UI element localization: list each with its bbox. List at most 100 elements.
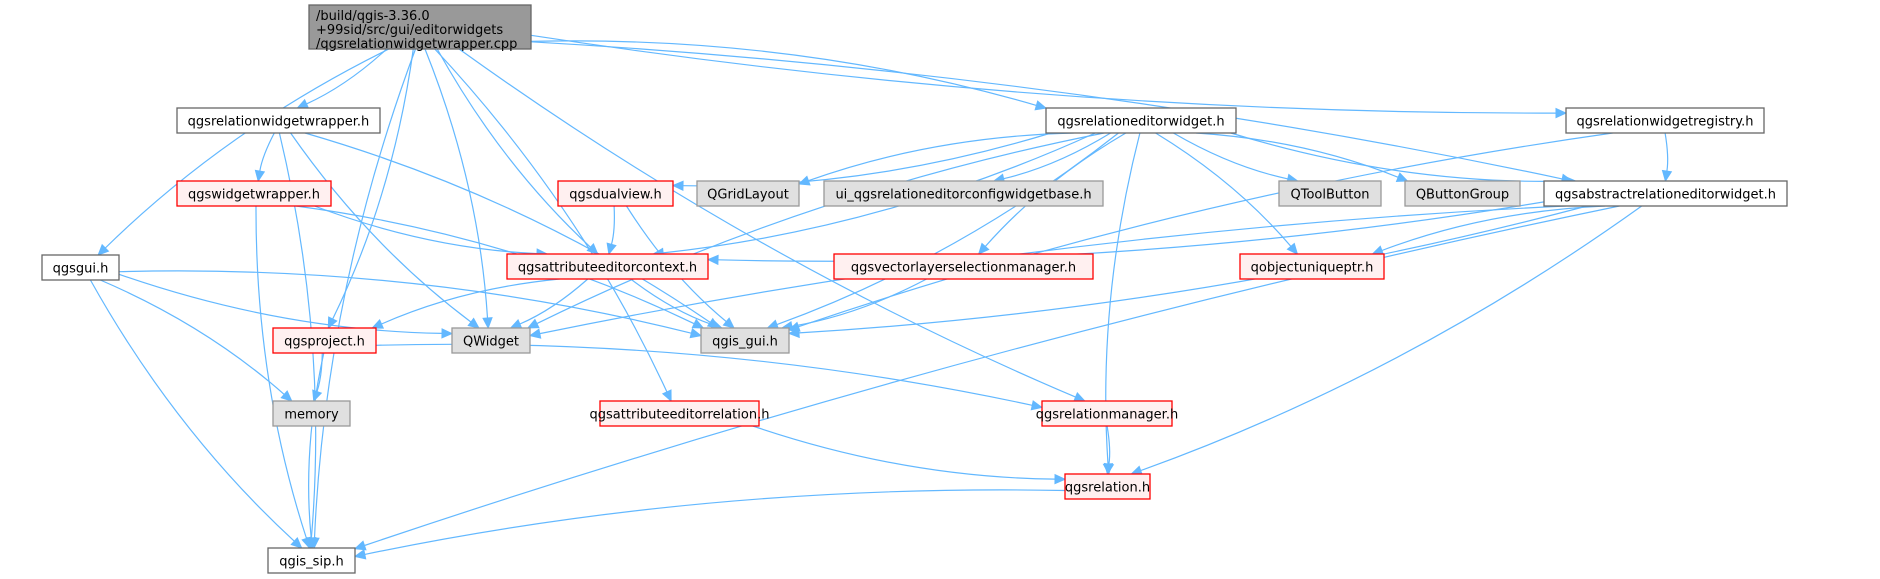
- node-label: QWidget: [463, 335, 519, 350]
- arrowhead-icon: [280, 390, 293, 402]
- arrowhead-icon: [526, 318, 540, 329]
- node-label: +99sid/src/gui/editorwidgets: [316, 23, 503, 38]
- node-widgetwrapper-h[interactable]: qgswidgetwrapper.h: [176, 180, 332, 207]
- edge-releditorwidget_h-to-attreditorcontext_h: [663, 132, 1096, 254]
- arrowhead-icon: [97, 243, 110, 256]
- arrowhead-icon: [441, 328, 454, 339]
- node-qgsproject-h[interactable]: qgsproject.h: [272, 327, 377, 354]
- edge-abstractreleditorwidget_h-to-qobjectuniqueptr_h: [1381, 205, 1606, 252]
- node-qgis-gui-h[interactable]: qgis_gui.h: [700, 327, 790, 354]
- node-box[interactable]: [451, 327, 531, 354]
- edge-root-to-QWidget: [424, 48, 489, 319]
- node-label: qgsrelationeditorwidget.h: [1057, 115, 1224, 130]
- node-label: qgswidgetwrapper.h: [188, 188, 320, 203]
- node-box[interactable]: [1565, 107, 1765, 134]
- node-box[interactable]: [1239, 253, 1385, 280]
- node-relwidgetregistry-h[interactable]: qgsrelationwidgetregistry.h: [1565, 107, 1765, 134]
- arrowhead-icon: [371, 318, 385, 329]
- node-label: qgis_sip.h: [279, 555, 343, 570]
- node-box[interactable]: [599, 400, 760, 427]
- node-box[interactable]: [272, 400, 351, 427]
- node-box[interactable]: [823, 180, 1104, 207]
- node-box[interactable]: [1404, 180, 1521, 207]
- edge-attreditorrelation_h-to-relation_h: [752, 425, 1056, 480]
- node-box[interactable]: [696, 180, 800, 207]
- node-box[interactable]: [308, 4, 532, 50]
- edge-qgsgui_h-to-qgis_sip_h: [89, 279, 295, 542]
- node-relation-h[interactable]: qgsrelation.h: [1064, 473, 1151, 500]
- node-qgis-sip-h[interactable]: qgis_sip.h: [267, 547, 356, 574]
- node-label: qgsvectorlayerselectionmanager.h: [851, 261, 1076, 276]
- arrowhead-icon: [509, 318, 523, 329]
- node-box[interactable]: [700, 327, 790, 354]
- node-label: qgis_gui.h: [712, 335, 778, 350]
- edge-widgetwrapper_h-to-qgis_gui_h: [295, 205, 695, 325]
- arrowhead-icon: [1661, 169, 1673, 183]
- edge-releditorwidget_h-to-QGridLayout: [808, 132, 1074, 182]
- node-box[interactable]: [1064, 473, 1151, 500]
- node-releditorwidget-h[interactable]: qgsrelationeditorwidget.h: [1045, 107, 1237, 134]
- node-label: /build/qgis-3.36.0: [316, 9, 430, 24]
- node-vectorlayerselmgr-h[interactable]: qgsvectorlayerselectionmanager.h: [833, 253, 1094, 280]
- node-label: memory: [284, 408, 339, 423]
- edge-qgsproject_h-to-qgis_sip_h: [308, 352, 325, 539]
- node-ui-configwidgetbase-h[interactable]: ui_qgsrelationeditorconfigwidgetbase.h: [823, 180, 1104, 207]
- node-box[interactable]: [506, 253, 709, 280]
- node-label: QToolButton: [1290, 188, 1369, 203]
- edge-abstractreleditorwidget_h-to-relation_h: [1140, 205, 1643, 472]
- node-label: qgsrelationwidgetwrapper.h: [188, 115, 370, 130]
- node-memory[interactable]: memory: [272, 400, 351, 427]
- edge-attreditorcontext_h-to-qgsproject_h: [381, 278, 560, 325]
- edge-releditorwidget_h-to-QWidget: [536, 132, 1105, 325]
- node-label: QGridLayout: [707, 188, 789, 203]
- node-box[interactable]: [1278, 180, 1382, 207]
- node-label: /qgsrelationwidgetwrapper.cpp: [316, 37, 517, 52]
- node-QWidget[interactable]: QWidget: [451, 327, 531, 354]
- edge-qgsproject_h-to-memory: [316, 352, 323, 392]
- edge-qgsgui_h-to-QWidget: [118, 273, 443, 334]
- node-abstractreleditorwidget-h[interactable]: qgsabstractrelationeditorwidget.h: [1543, 180, 1788, 207]
- node-box[interactable]: [41, 254, 120, 281]
- node-label: qgsattributeeditorrelation.h: [590, 408, 770, 423]
- node-box[interactable]: [1543, 180, 1788, 207]
- edge-abstractreleditorwidget_h-to-qgis_gui_h: [798, 205, 1588, 334]
- node-box[interactable]: [1041, 400, 1173, 427]
- node-attreditorrelation-h[interactable]: qgsattributeeditorrelation.h: [590, 400, 770, 427]
- edge-abstractreleditorwidget_h-to-QWidget: [539, 205, 1566, 335]
- node-attreditorcontext-h[interactable]: qgsattributeeditorcontext.h: [506, 253, 709, 280]
- edge-root-to-qgsproject_h: [332, 48, 414, 320]
- node-qgsgui-h[interactable]: qgsgui.h: [41, 254, 120, 281]
- edge-root-to-relwidgetregistry_h: [530, 34, 1557, 114]
- node-box[interactable]: [267, 547, 356, 574]
- node-box[interactable]: [176, 180, 332, 207]
- edge-attreditorcontext_h-to-qgis_gui_h: [630, 278, 713, 326]
- node-qobjectuniqueptr-h[interactable]: qobjectuniqueptr.h: [1239, 253, 1385, 280]
- arrowhead-icon: [296, 98, 310, 109]
- node-relationmanager-h[interactable]: qgsrelationmanager.h: [1036, 400, 1178, 427]
- arrowhead-icon: [353, 540, 367, 551]
- edge-qgsgui_h-to-qgis_gui_h: [118, 270, 692, 334]
- arrowhead-icon: [528, 328, 542, 339]
- edge-root-to-qgis_sip_h: [313, 48, 417, 539]
- edge-relwidgetwrapper_h-to-QWidget: [290, 132, 472, 323]
- node-QButtonGroup[interactable]: QButtonGroup: [1404, 180, 1521, 207]
- node-box[interactable]: [176, 107, 381, 134]
- node-box[interactable]: [272, 327, 377, 354]
- node-relwidgetwrapper-h[interactable]: qgsrelationwidgetwrapper.h: [176, 107, 381, 134]
- node-label: qgsrelationwidgetregistry.h: [1576, 115, 1753, 130]
- arrowhead-icon: [312, 389, 323, 403]
- arrowhead-icon: [1395, 172, 1409, 182]
- node-QToolButton[interactable]: QToolButton: [1278, 180, 1382, 207]
- node-root[interactable]: /build/qgis-3.36.0+99sid/src/gui/editorw…: [308, 4, 532, 52]
- arrowhead-icon: [1034, 100, 1048, 111]
- node-dualview-h[interactable]: qgsdualview.h: [557, 180, 674, 207]
- node-QGridLayout[interactable]: QGridLayout: [696, 180, 800, 207]
- arrowhead-icon: [689, 328, 703, 339]
- edge-root-to-relwidgetwrapper_h: [306, 48, 388, 105]
- node-box[interactable]: [557, 180, 674, 207]
- node-box[interactable]: [833, 253, 1094, 280]
- node-label: qgsattributeeditorcontext.h: [518, 261, 697, 276]
- node-label: qgsabstractrelationeditorwidget.h: [1555, 188, 1776, 203]
- node-box[interactable]: [1045, 107, 1237, 134]
